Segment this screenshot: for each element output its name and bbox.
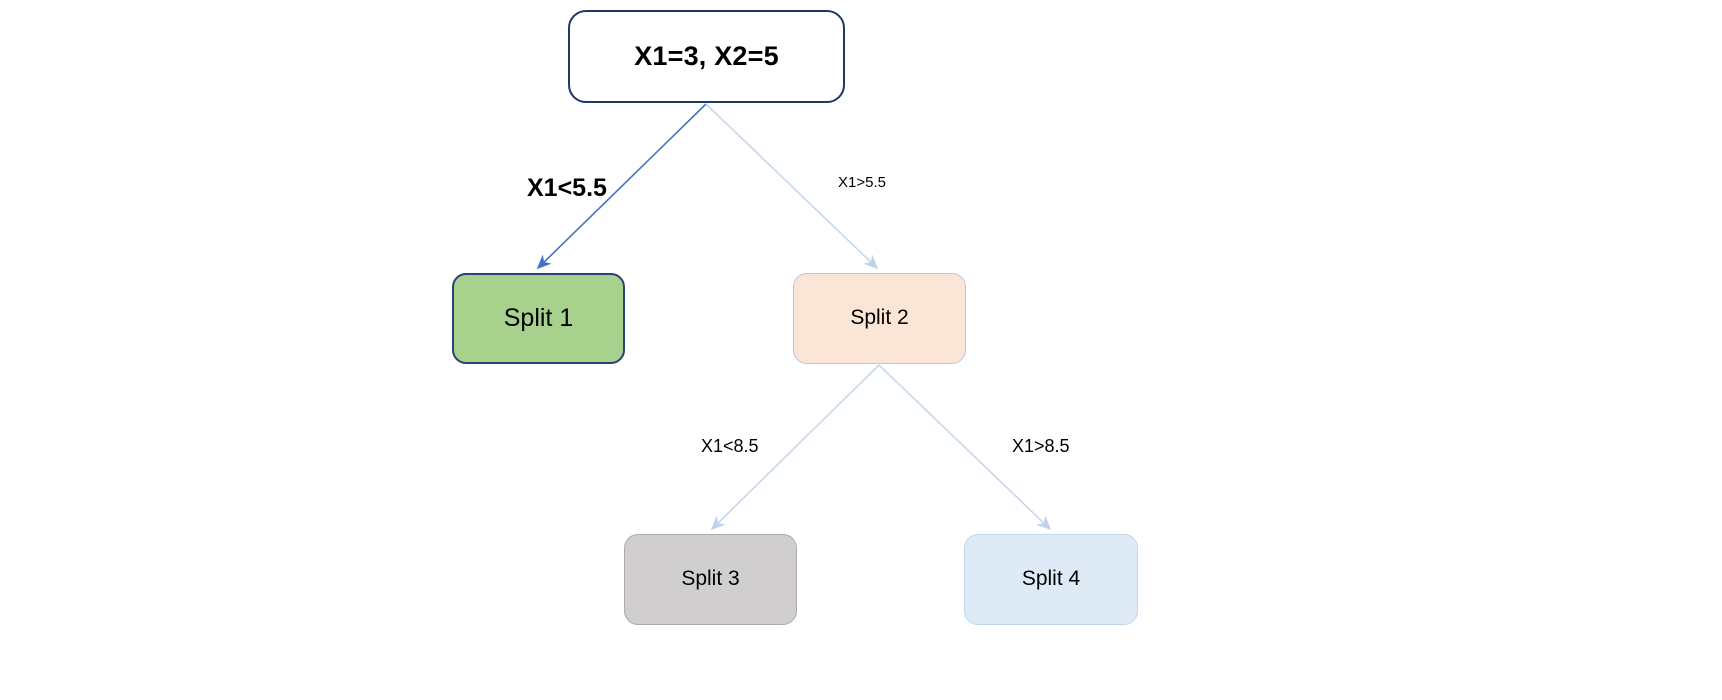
node-split-4[interactable]: Split 4 — [964, 534, 1138, 625]
edge-label-root-to-split1: X1<5.5 — [527, 174, 607, 202]
edge-label-split2-to-split3: X1<8.5 — [701, 436, 759, 456]
node-split-2-label: Split 2 — [850, 306, 909, 330]
node-split-3[interactable]: Split 3 — [624, 534, 797, 625]
edge-split2-to-split4 — [878, 364, 1052, 531]
edge-split2-to-split3 — [710, 364, 880, 531]
edge-root-to-split1 — [536, 103, 707, 270]
edge-label-split2-to-split4: X1>8.5 — [1012, 436, 1070, 456]
node-split-2[interactable]: Split 2 — [793, 273, 966, 364]
node-root-label: X1=3, X2=5 — [634, 40, 779, 71]
node-split-1-label: Split 1 — [503, 304, 574, 333]
node-split-4-label: Split 4 — [1021, 567, 1081, 591]
node-root[interactable]: X1=3, X2=5 — [568, 10, 845, 103]
edge-label-root-to-split2: X1>5.5 — [838, 174, 886, 191]
node-split-1[interactable]: Split 1 — [452, 273, 625, 364]
edge-root-to-split2 — [705, 103, 879, 270]
node-split-3-label: Split 3 — [681, 567, 740, 591]
